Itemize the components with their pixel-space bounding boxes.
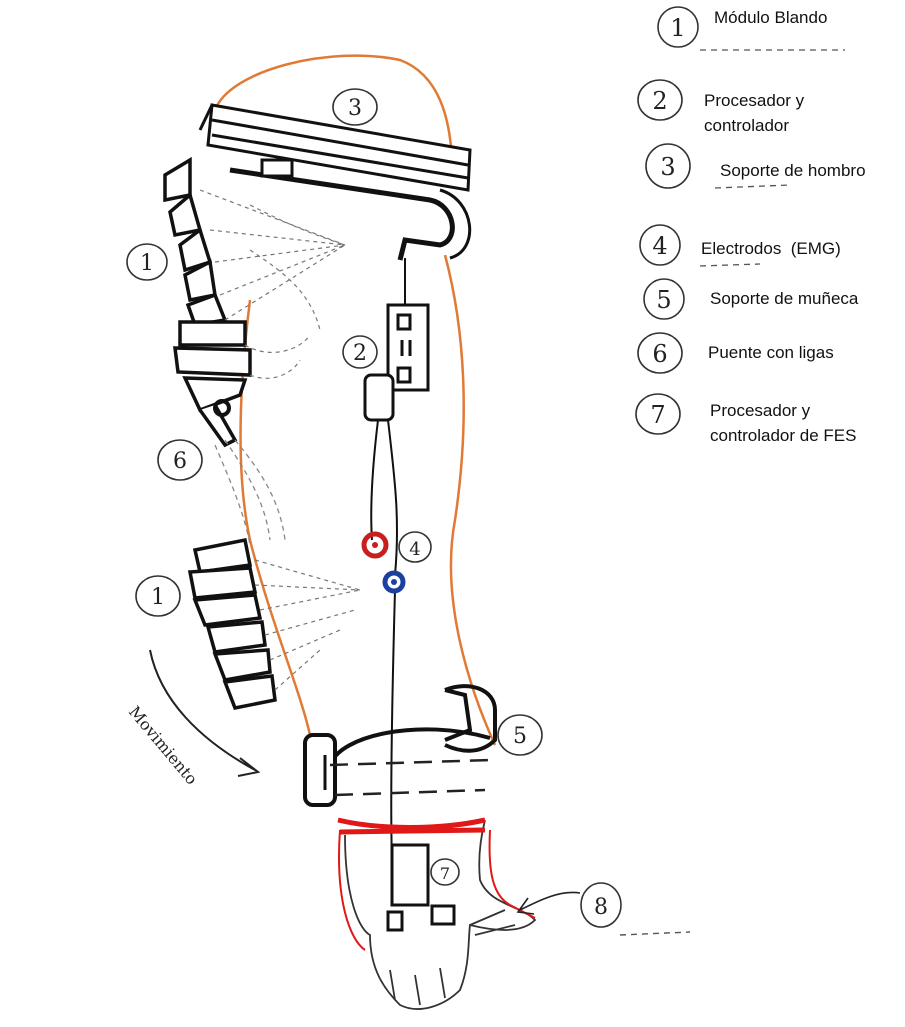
- legend-number-5: 5: [656, 286, 671, 314]
- legend-label-7: Procesador y controlador de FES: [710, 401, 857, 445]
- legend-dash-4: [699, 263, 761, 267]
- legend-number-3: 3: [660, 153, 675, 181]
- legend-number-2: 2: [652, 87, 667, 115]
- callout-circle-1b: [135, 575, 181, 617]
- callout-6: 6: [173, 449, 187, 474]
- legend-circle-4: [639, 224, 681, 266]
- legend-circle-3: [645, 143, 691, 189]
- callout-circle-5: [497, 714, 543, 756]
- callout-8: 8: [594, 895, 608, 920]
- elastic-bridge: [214, 439, 286, 546]
- legend-label-6: Puente con ligas: [708, 343, 834, 362]
- hand-red-outline: [338, 829, 536, 951]
- legend-circle-1: [657, 6, 699, 48]
- callout-circle-6: [157, 439, 203, 481]
- callout-circle-1a: [126, 243, 168, 281]
- processor-controller: [363, 303, 430, 422]
- processor-cable: [370, 258, 406, 861]
- upper-lattice: [199, 189, 346, 379]
- red-band: [337, 817, 486, 835]
- callout-circle-3: [332, 88, 378, 126]
- lower-lattice: [254, 559, 361, 691]
- emg-electrodes: [361, 531, 406, 594]
- movement-annotation: Movimiento: [125, 702, 201, 788]
- legend-label-4: Electrodos (EMG): [701, 239, 841, 258]
- legend-circle-7: [635, 393, 681, 435]
- legend-dash-3: [714, 184, 791, 189]
- legend-label-5: Soporte de muñeca: [710, 289, 859, 308]
- legend-label-2: Procesador y controlador: [704, 91, 805, 135]
- legend-number-7: 7: [650, 401, 665, 429]
- callout-circle-2: [342, 335, 378, 369]
- lower-soft-module: [187, 537, 277, 711]
- wrist-support: [303, 684, 497, 807]
- upper-soft-module: [163, 156, 252, 448]
- movement-arrow: [149, 649, 261, 777]
- callout-5: 5: [513, 724, 527, 749]
- legend-circle-2: [637, 79, 683, 121]
- dash-8: [619, 931, 691, 936]
- legend-circle-5: [643, 278, 685, 320]
- callout-1b: 1: [151, 585, 165, 610]
- hand: [344, 819, 537, 1010]
- callout-circle-4: [398, 531, 432, 563]
- callout-3: 3: [348, 96, 362, 121]
- legend-number-1: 1: [670, 14, 685, 42]
- fes-processor: [386, 843, 456, 932]
- callout-2: 2: [353, 341, 367, 366]
- bridge-anchor-upper: [213, 399, 231, 417]
- shoulder-support: [198, 103, 472, 261]
- callout-7: 7: [440, 864, 450, 883]
- callout-circle-7: [430, 858, 460, 886]
- legend-label-1: Módulo Blando: [714, 8, 828, 27]
- legend-label-3: Soporte de hombro: [720, 161, 866, 180]
- legend-number-4: 4: [652, 232, 667, 260]
- callout-1a: 1: [140, 251, 154, 276]
- callout-circle-8: [580, 882, 622, 928]
- legend-circle-6: [637, 332, 683, 374]
- forearm-dashed-lines: [329, 758, 491, 797]
- pointer-arrow-8: [516, 891, 581, 915]
- legend-number-6: 6: [652, 340, 667, 368]
- callout-4: 4: [409, 539, 420, 560]
